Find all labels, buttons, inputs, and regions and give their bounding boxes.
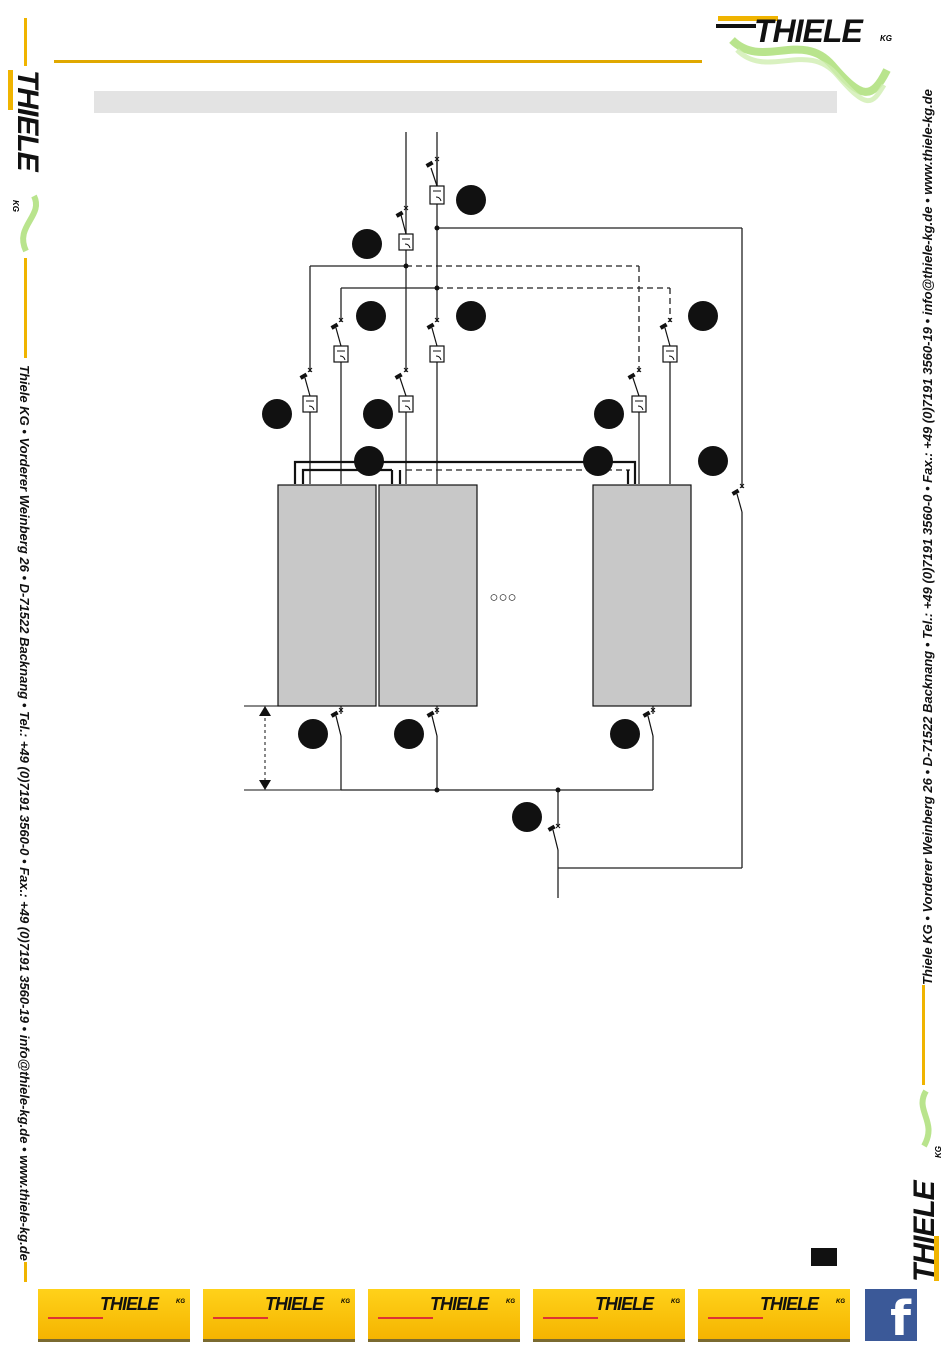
footer-banner-word: THIELE xyxy=(430,1294,489,1314)
footer-banner-word: THIELE xyxy=(595,1294,654,1314)
facebook-glyph: f xyxy=(890,1291,911,1347)
unit-box-1 xyxy=(277,484,377,707)
footer-banner-suffix: KG xyxy=(836,1299,845,1305)
position-markers xyxy=(262,185,728,832)
wiring-lines xyxy=(309,132,743,898)
position-marker xyxy=(698,446,728,476)
position-marker xyxy=(610,719,640,749)
footer-banner-suffix: KG xyxy=(341,1299,350,1305)
footer-banner-suffix: KG xyxy=(506,1299,515,1305)
left-logo-swoosh-icon xyxy=(8,70,39,253)
footer-banner-suffix: KG xyxy=(671,1299,680,1305)
header-rule xyxy=(54,60,702,63)
valve-inner-marks xyxy=(306,190,675,411)
contact-marks xyxy=(307,156,745,829)
position-marker xyxy=(594,399,624,429)
header-logo: THIELE KG xyxy=(712,10,892,105)
switch-actuators xyxy=(299,160,740,832)
dashed-lines xyxy=(406,265,671,471)
left-logo: THIELE KG xyxy=(4,66,48,256)
footer-banner-3[interactable]: THIELE KG xyxy=(368,1289,520,1342)
right-logo-swoosh-icon xyxy=(919,1089,939,1281)
junction-dots xyxy=(403,225,561,793)
unit-box-n xyxy=(592,484,692,707)
logo-swoosh-icon xyxy=(716,16,891,104)
left-accent-rail-mid xyxy=(24,258,27,358)
height-dimension xyxy=(244,705,341,791)
switch-symbols xyxy=(304,167,743,851)
position-marker xyxy=(352,229,382,259)
position-marker xyxy=(298,719,328,749)
left-accent-rail-bottom xyxy=(24,1262,27,1282)
position-marker xyxy=(262,399,292,429)
header-logo-suffix: KG xyxy=(880,34,892,43)
position-marker xyxy=(456,185,486,215)
continuation-glyph: ○○○ xyxy=(489,589,516,606)
valve-symbols xyxy=(302,185,678,413)
footer-banner-2[interactable]: THIELE KG xyxy=(203,1289,355,1342)
unit-boxes xyxy=(277,484,692,707)
footer-banner-4[interactable]: THIELE KG xyxy=(533,1289,685,1342)
right-logo: THIELE KG xyxy=(904,1086,948,1286)
position-marker xyxy=(356,301,386,331)
footer-banner-word: THIELE xyxy=(760,1294,819,1314)
position-marker xyxy=(688,301,718,331)
position-marker xyxy=(583,446,613,476)
page-number-box xyxy=(811,1248,837,1266)
left-accent-rail-top xyxy=(24,18,27,66)
position-marker xyxy=(512,802,542,832)
position-marker xyxy=(456,301,486,331)
footer-banner-word: THIELE xyxy=(265,1294,324,1314)
footer-banner-5[interactable]: THIELE KG xyxy=(698,1289,850,1342)
footer-banner-word: THIELE xyxy=(100,1294,159,1314)
header-band xyxy=(94,91,837,113)
footer-banner-1[interactable]: THIELE KG xyxy=(38,1289,190,1342)
unit-box-2 xyxy=(378,484,478,707)
facebook-icon[interactable]: f xyxy=(865,1289,917,1347)
header-logo-word: THIELE xyxy=(754,13,863,49)
dimension-arrows xyxy=(259,706,271,790)
right-accent-rail-top xyxy=(922,985,925,1085)
footer-banner-suffix: KG xyxy=(176,1299,185,1305)
position-marker xyxy=(394,719,424,749)
position-marker xyxy=(354,446,384,476)
position-marker xyxy=(363,399,393,429)
